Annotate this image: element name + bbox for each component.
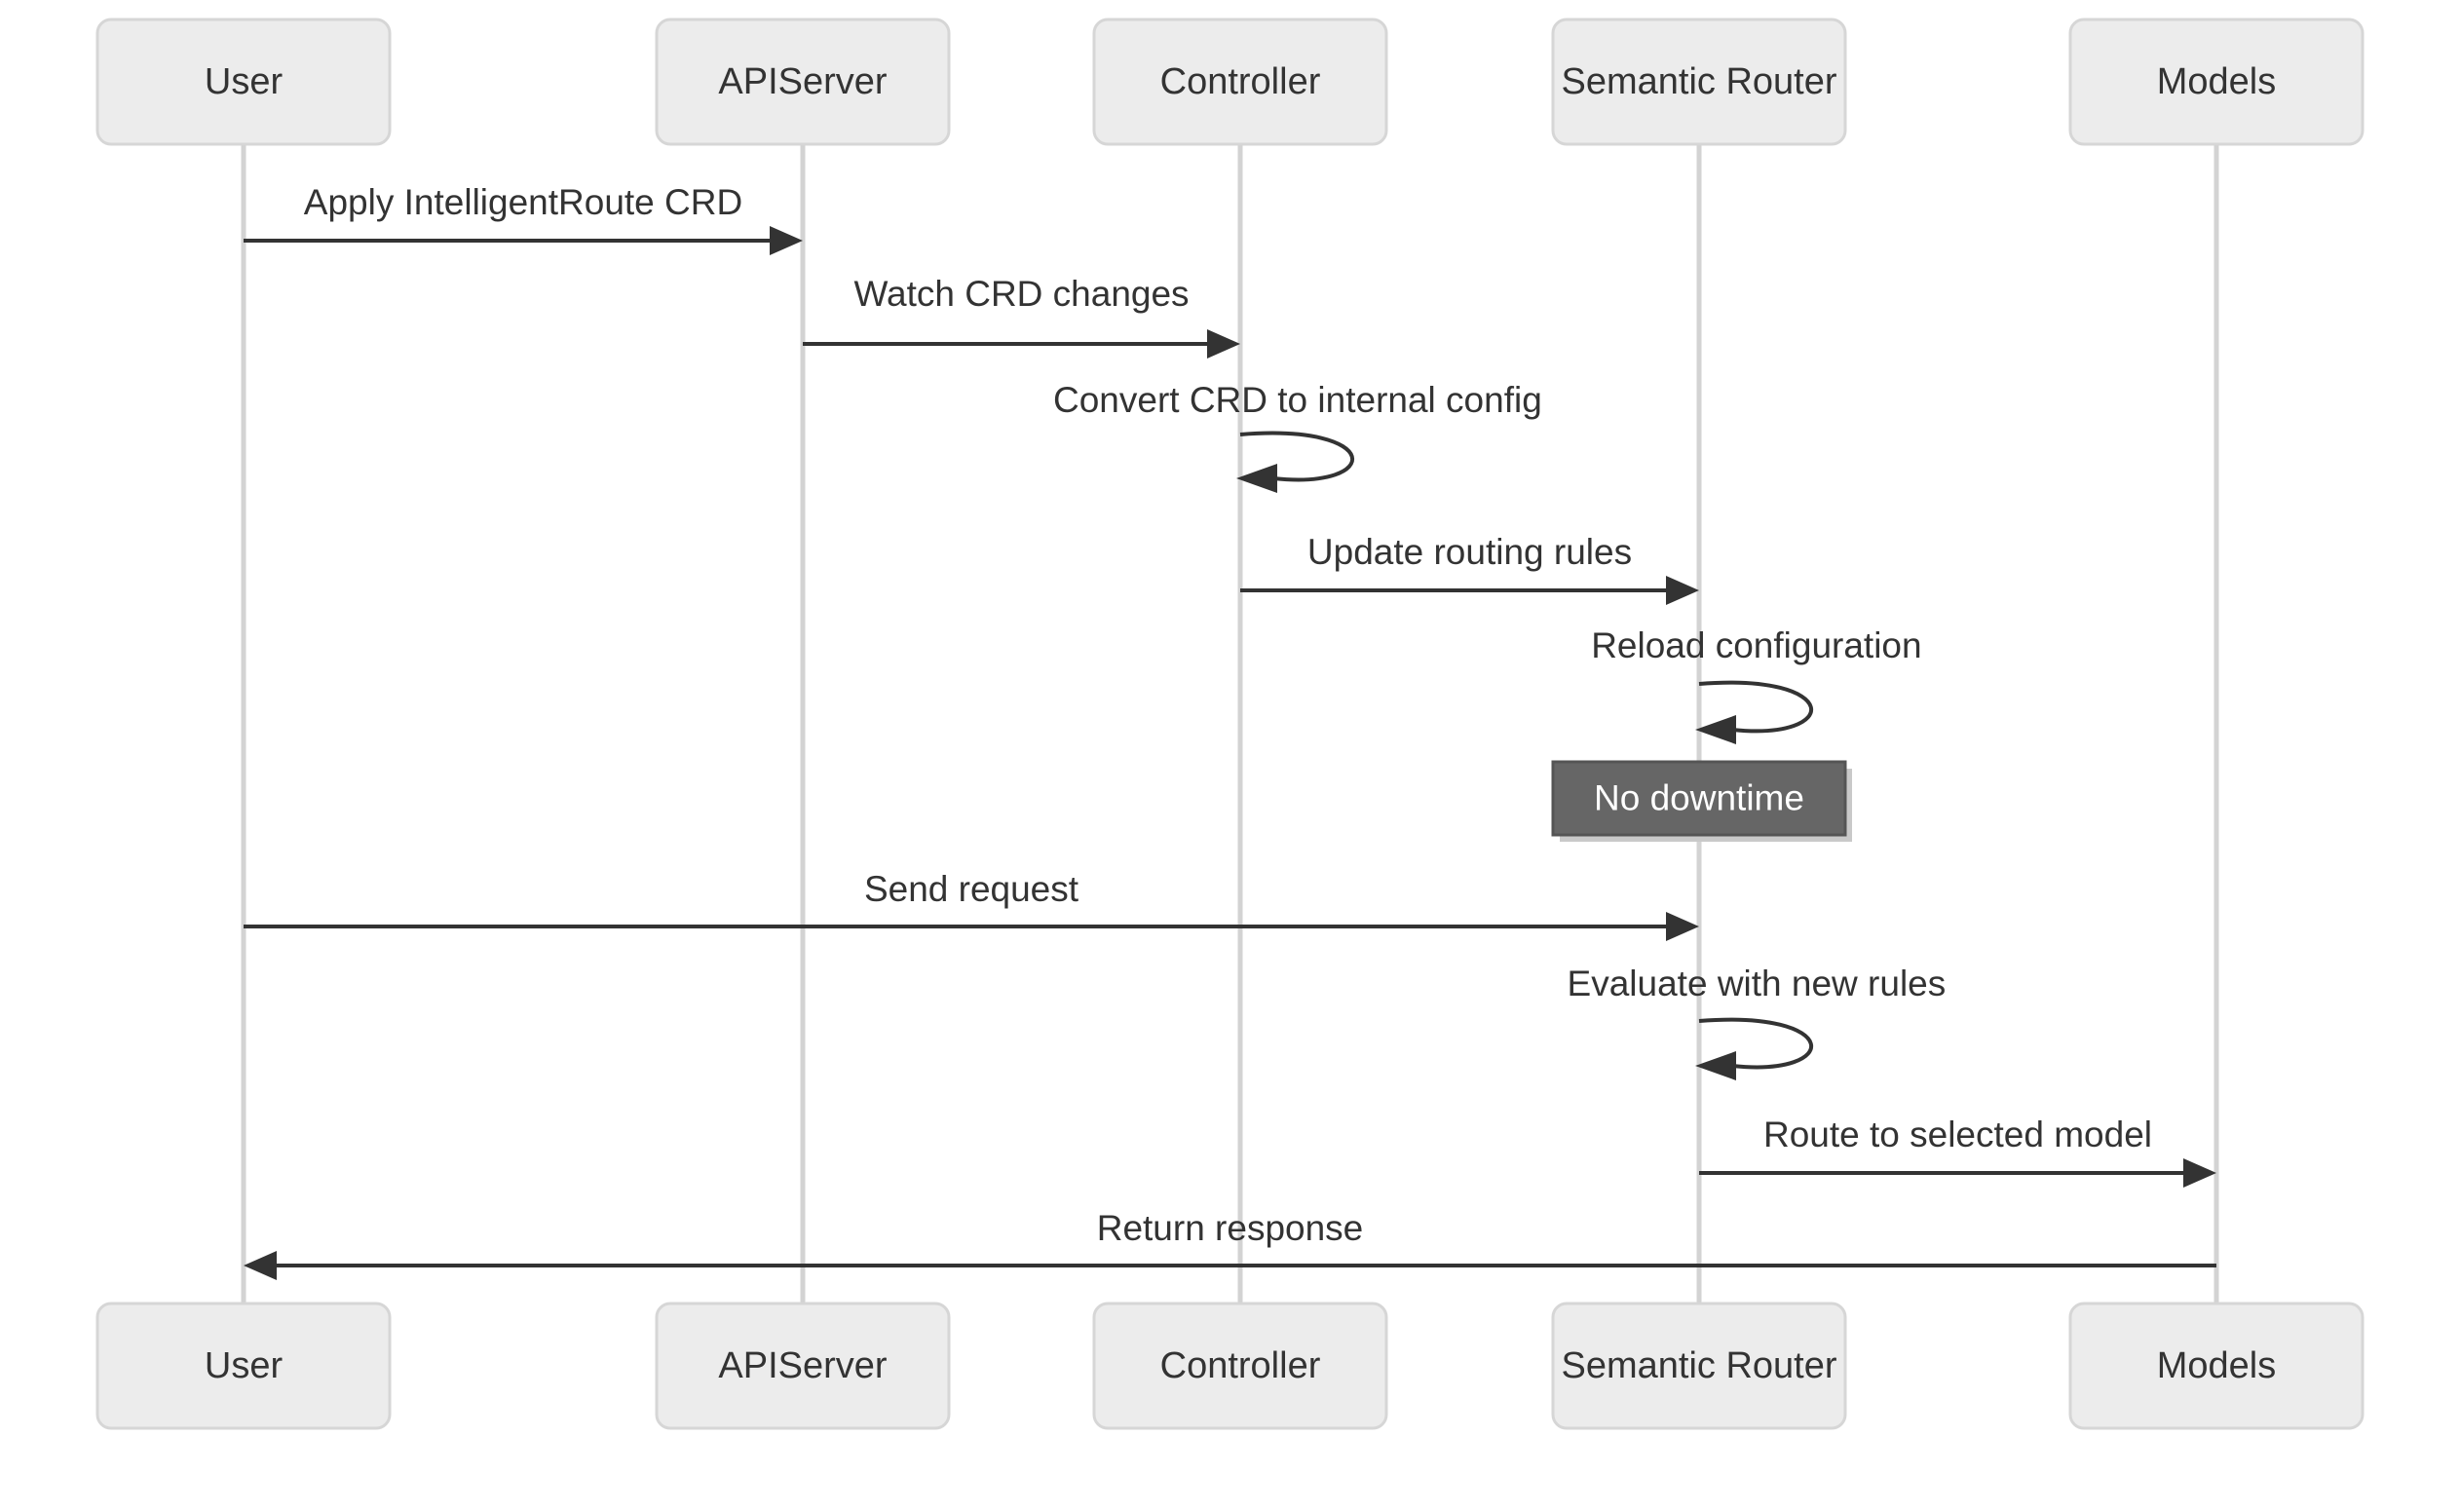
participant-box-apiserver <box>655 18 951 146</box>
message-label-m8: Route to selected model <box>1763 1115 2152 1154</box>
arrowhead-m7 <box>1695 1051 1736 1080</box>
message-label-m9: Return response <box>1097 1208 1364 1248</box>
participant-label-models: Models <box>2157 1345 2277 1386</box>
message-m4[interactable]: Update routing rules <box>1240 532 1699 605</box>
participant-box-router <box>1551 1302 1847 1430</box>
messages-layer: Apply IntelligentRoute CRD Watch CRD chan… <box>244 182 2216 1280</box>
message-label-m3: Convert CRD to internal config <box>1053 380 1542 420</box>
arrowhead-m4 <box>1666 576 1699 605</box>
participant-label-controller: Controller <box>1160 61 1321 102</box>
message-m9[interactable]: Return response <box>244 1208 2216 1280</box>
participant-box-models <box>2068 1302 2364 1430</box>
participant-top-router[interactable]: Semantic Router <box>1551 18 1847 146</box>
participant-box-user <box>95 1302 392 1430</box>
arrowhead-m6 <box>1666 912 1699 941</box>
message-loop-path-m7 <box>1698 1017 1814 1070</box>
arrowhead-m5 <box>1695 715 1736 744</box>
participant-bottom-user[interactable]: User <box>95 1302 392 1430</box>
note-box-n1 <box>1551 760 1847 837</box>
note-n1[interactable]: No downtime <box>1551 760 1852 842</box>
participant-top-models[interactable]: Models <box>2068 18 2364 146</box>
arrowhead-m2 <box>1207 329 1240 359</box>
participant-label-user: User <box>205 1345 284 1386</box>
message-label-m4: Update routing rules <box>1307 532 1632 572</box>
actors-bottom-layer: User APIServer Controller Semantic Router Mo… <box>95 1302 2364 1430</box>
note-label-n1: No downtime <box>1594 777 1804 817</box>
message-loop-path-m5 <box>1698 680 1814 734</box>
participant-top-controller[interactable]: Controller <box>1092 18 1388 146</box>
arrowhead-m1 <box>770 226 803 255</box>
participant-label-controller: Controller <box>1160 1345 1321 1386</box>
message-loop-path-m3 <box>1239 431 1355 482</box>
notes-layer: No downtime <box>1551 760 1852 842</box>
participant-label-router: Semantic Router <box>1561 1345 1836 1386</box>
message-m3[interactable]: Convert CRD to internal config <box>1053 380 1542 493</box>
actors-top-layer: User APIServer Controller Semantic Router Mo… <box>95 18 2364 146</box>
participant-label-apiserver: APIServer <box>718 1345 888 1386</box>
message-m5[interactable]: Reload configuration <box>1591 625 1922 744</box>
message-m1[interactable]: Apply IntelligentRoute CRD <box>244 182 803 255</box>
participant-box-models <box>2068 18 2364 146</box>
participant-top-apiserver[interactable]: APIServer <box>655 18 951 146</box>
participant-bottom-models[interactable]: Models <box>2068 1302 2364 1430</box>
lifelines-layer <box>241 144 2219 1304</box>
participant-label-apiserver: APIServer <box>718 61 888 102</box>
participant-label-models: Models <box>2157 61 2277 102</box>
participant-bottom-controller[interactable]: Controller <box>1092 1302 1388 1430</box>
message-label-m5: Reload configuration <box>1591 625 1921 665</box>
participant-box-user <box>95 18 392 146</box>
message-m6[interactable]: Send request <box>244 869 1699 941</box>
participant-box-router <box>1551 18 1847 146</box>
participant-bottom-router[interactable]: Semantic Router <box>1551 1302 1847 1430</box>
participant-bottom-apiserver[interactable]: APIServer <box>655 1302 951 1430</box>
participant-label-router: Semantic Router <box>1561 61 1836 102</box>
participant-box-controller <box>1092 1302 1388 1430</box>
participant-box-controller <box>1092 18 1388 146</box>
message-label-m1: Apply IntelligentRoute CRD <box>304 182 742 222</box>
arrowhead-m8 <box>2183 1158 2216 1188</box>
participant-box-apiserver <box>655 1302 951 1430</box>
message-label-m7: Evaluate with new rules <box>1568 964 1947 1003</box>
message-m2[interactable]: Watch CRD changes <box>803 274 1240 359</box>
message-m8[interactable]: Route to selected model <box>1699 1115 2216 1188</box>
message-label-m2: Watch CRD changes <box>853 274 1189 314</box>
participant-label-user: User <box>205 61 284 102</box>
arrowhead-m9 <box>244 1251 277 1280</box>
message-label-m6: Send request <box>864 869 1079 909</box>
message-m7[interactable]: Evaluate with new rules <box>1568 964 1947 1080</box>
participant-top-user[interactable]: User <box>95 18 392 146</box>
arrowhead-m3 <box>1236 464 1277 493</box>
